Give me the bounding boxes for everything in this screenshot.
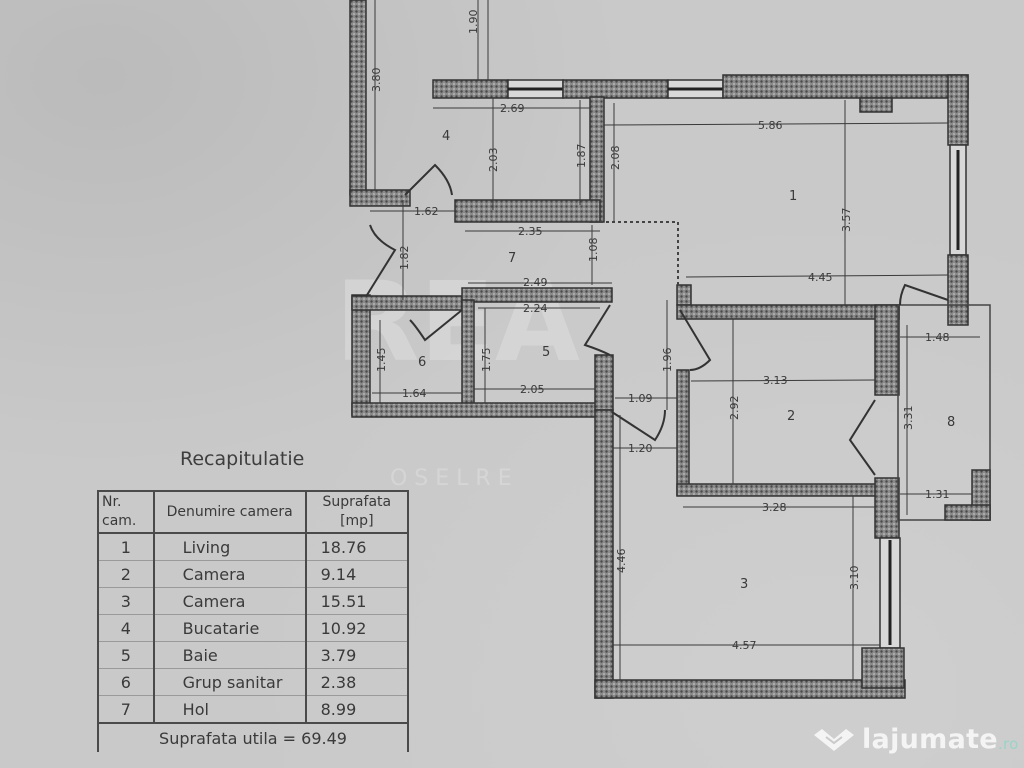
- svg-text:1.45: 1.45: [375, 348, 388, 373]
- room-2-label: 2: [787, 409, 795, 424]
- room-numbers: 1 2 3 4 5 6 7 8: [418, 129, 955, 592]
- room-6-label: 6: [418, 355, 426, 370]
- svg-text:1.08: 1.08: [587, 238, 600, 263]
- svg-text:3.31: 3.31: [902, 406, 915, 431]
- svg-text:1.87: 1.87: [575, 144, 588, 169]
- room-5-label: 5: [542, 345, 550, 360]
- svg-text:1.96: 1.96: [661, 348, 674, 373]
- table-row: 3 Camera 15.51: [97, 587, 410, 615]
- svg-text:4.46: 4.46: [615, 549, 628, 574]
- watermark-subtext: O S E L R E: [390, 466, 512, 491]
- svg-text:1.82: 1.82: [398, 246, 411, 271]
- table-row: 4 Bucatarie 10.92: [97, 614, 410, 642]
- header-name: Denumire camera: [152, 490, 307, 534]
- header-area: Suprafata [mp]: [304, 490, 410, 534]
- svg-text:2.49: 2.49: [523, 276, 548, 289]
- room-4-label: 4: [442, 129, 450, 144]
- svg-text:3.80: 3.80: [370, 68, 383, 93]
- header-nr: Nr. cam.: [97, 490, 155, 534]
- table-row: 6 Grup sanitar 2.38: [97, 668, 410, 696]
- svg-text:1.64: 1.64: [402, 387, 427, 400]
- room-3-label: 3: [740, 577, 748, 592]
- svg-text:2.03: 2.03: [487, 148, 500, 173]
- svg-text:4.45: 4.45: [808, 271, 833, 284]
- svg-text:2.05: 2.05: [520, 383, 545, 396]
- svg-text:2.08: 2.08: [609, 146, 622, 171]
- table-row: 7 Hol 8.99: [97, 695, 410, 724]
- recap-table: Nr. cam. Denumire camera Suprafata [mp] …: [97, 490, 410, 752]
- room-1-label: 1: [789, 189, 797, 204]
- lajumate-logo: lajumate .ro: [812, 724, 1019, 755]
- logo-tld: .ro: [997, 734, 1019, 753]
- dimension-lines: [370, 0, 980, 680]
- svg-text:1.90: 1.90: [467, 10, 480, 35]
- svg-text:1.75: 1.75: [480, 348, 493, 373]
- svg-text:2.92: 2.92: [728, 396, 741, 421]
- svg-text:3.57: 3.57: [840, 208, 853, 233]
- svg-text:2.69: 2.69: [500, 102, 525, 115]
- table-row: 1 Living 18.76: [97, 533, 410, 561]
- walls: [349, 0, 991, 699]
- svg-text:3.10: 3.10: [848, 566, 861, 591]
- table-row: 2 Camera 9.14: [97, 560, 410, 588]
- svg-text:1.31: 1.31: [925, 488, 950, 501]
- svg-text:2.35: 2.35: [518, 225, 543, 238]
- svg-text:1.09: 1.09: [628, 392, 653, 405]
- logo-text: lajumate: [862, 724, 998, 755]
- svg-text:1.48: 1.48: [925, 331, 950, 344]
- svg-text:3.13: 3.13: [763, 374, 788, 387]
- doors: [366, 163, 949, 476]
- recap-header-row: Nr. cam. Denumire camera Suprafata [mp]: [97, 490, 410, 534]
- room-7-label: 7: [508, 251, 516, 266]
- svg-text:5.86: 5.86: [758, 119, 783, 132]
- table-row: 5 Baie 3.79: [97, 641, 410, 669]
- recap-title: Recapitulatie: [180, 448, 305, 470]
- svg-text:4.57: 4.57: [732, 639, 757, 652]
- svg-text:1.62: 1.62: [414, 205, 439, 218]
- svg-text:2.24: 2.24: [523, 302, 548, 315]
- svg-text:3.28: 3.28: [762, 501, 787, 514]
- room-8-label: 8: [947, 415, 955, 430]
- handshake-icon: [814, 728, 854, 751]
- svg-text:1.20: 1.20: [628, 442, 653, 455]
- total-area: Suprafata utila = 69.49: [97, 722, 409, 752]
- dimension-labels: 3.80 1.90 2.69 2.03 1.87 2.08 5.86 3.57 …: [370, 10, 950, 653]
- total-row: Suprafata utila = 69.49: [97, 722, 409, 752]
